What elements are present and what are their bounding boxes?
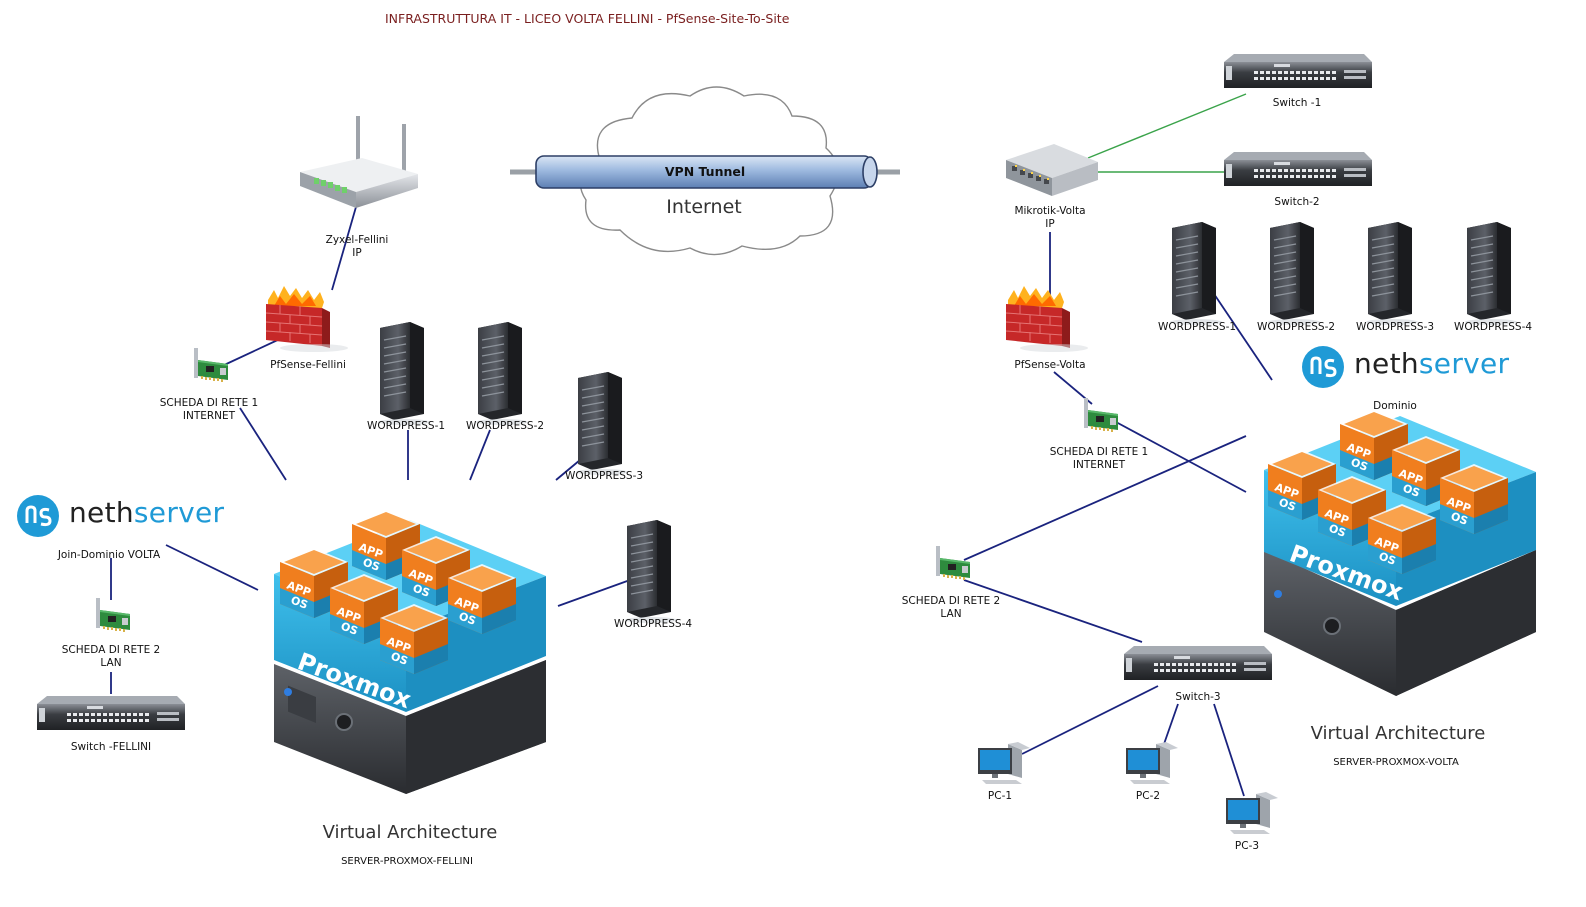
wp4-fellini-server-icon (624, 519, 678, 624)
nic2-volta-icon (936, 546, 970, 580)
pfsense-fellini-label: PfSense-Fellini (270, 359, 346, 371)
link-nic2-proxmox (963, 435, 1247, 561)
join-dominio-label: Join-Dominio VOLTA (57, 549, 161, 561)
link-wp4-proxmox (557, 579, 631, 607)
switch1-label: Switch -1 (1272, 97, 1322, 109)
os-text: OS (1401, 482, 1422, 500)
wp2-volta-server-icon (1267, 221, 1321, 326)
diagram-title: INFRASTRUTTURA IT - LICEO VOLTA FELLINI … (385, 11, 790, 26)
os-text: OS (1327, 522, 1348, 540)
proxmox-volta-icon: Proxmox (1264, 416, 1536, 696)
link-router-firewall (331, 199, 359, 291)
server-fellini-label: SERVER-PROXMOX-FELLINI (341, 856, 473, 867)
pc2-icon (1126, 742, 1178, 784)
switch3-label: Switch-3 (1175, 691, 1221, 703)
nethserver-fellini-logo-icon (15, 493, 61, 539)
pc3-label: PC-3 (1234, 840, 1260, 852)
pfsense-volta-label: PfSense-Volta (1014, 359, 1086, 371)
virtual-arch-fellini-label: Virtual Architecture (322, 822, 498, 843)
pc1-icon (978, 742, 1030, 784)
wp4-fellini-label: WORDPRESS-4 (613, 618, 693, 630)
app-os-cubes: APPOSAPPOSAPPOSAPPOSAPPOSAPPOSAPPOSAPPOS… (280, 410, 1508, 674)
os-text: OS (1377, 550, 1398, 568)
pc1-label: PC-1 (987, 790, 1013, 802)
wp3-fellini-server-icon (575, 371, 629, 476)
pfsense-fellini-firewall-icon (265, 285, 349, 353)
nic1-volta-icon (1084, 398, 1118, 432)
wp4-volta-label: WORDPRESS-4 (1453, 321, 1533, 333)
link-nic1-proxmox (1115, 421, 1247, 493)
wp2-fellini-label: WORDPRESS-2 (465, 420, 545, 432)
link-wp1-proxmox (1209, 287, 1273, 381)
link-neth-proxmox (165, 544, 259, 591)
link-mikrotik-switch1 (1087, 93, 1247, 159)
os-text: OS (1277, 496, 1298, 514)
dominio-label: Dominio (1373, 400, 1417, 412)
volta-links (1087, 93, 1247, 173)
link-switch3-pc1 (1021, 685, 1159, 755)
os-text: OS (389, 650, 410, 668)
os-text: OS (411, 582, 432, 600)
link-switch3-pc2 (1163, 703, 1179, 745)
wp1-fellini-server-icon (377, 321, 431, 426)
link-nic1-proxmox (239, 407, 287, 481)
wp4-volta-server-icon (1464, 221, 1518, 326)
fellini-links (110, 199, 631, 694)
wp3-volta-label: WORDPRESS-3 (1355, 321, 1435, 333)
wp1-volta-label: WORDPRESS-1 (1157, 321, 1237, 333)
pc3-icon (1226, 792, 1278, 834)
switch-fellini-icon (37, 696, 185, 730)
wp1-volta-server-icon (1169, 221, 1223, 326)
os-text: OS (339, 620, 360, 638)
switch3-volta-icon (1124, 646, 1272, 680)
vpn-tunnel-icon (535, 155, 878, 189)
nethserver-fellini-wordmark: nethserver (69, 496, 225, 529)
wp2-volta-label: WORDPRESS-2 (1256, 321, 1336, 333)
os-text: OS (1449, 510, 1470, 528)
switch2-label: Switch-2 (1274, 196, 1320, 208)
wp1-fellini-label: WORDPRESS-1 (366, 420, 446, 432)
os-text: OS (457, 610, 478, 628)
os-text: OS (361, 556, 382, 574)
switch2-volta-icon (1224, 152, 1372, 186)
link-wp3-proxmox (555, 459, 581, 481)
wp3-volta-server-icon (1365, 221, 1419, 326)
pc2-label: PC-2 (1135, 790, 1161, 802)
nethserver-volta-logo-icon (1300, 344, 1346, 390)
internet-label: Internet (666, 196, 742, 218)
link-nic2-switch3 (963, 579, 1143, 643)
wp2-fellini-server-icon (475, 321, 529, 426)
os-text: OS (289, 594, 310, 612)
link-wp2-proxmox (469, 429, 491, 481)
mikrotik-router-icon (1006, 144, 1098, 196)
nethserver-volta-wordmark: nethserver (1354, 347, 1510, 380)
pfsense-volta-firewall-icon (1005, 285, 1089, 353)
nic2-fellini-icon (96, 598, 130, 632)
os-text: OS (1349, 456, 1370, 474)
server-volta-label: SERVER-PROXMOX-VOLTA (1333, 757, 1459, 768)
wp3-fellini-label: WORDPRESS-3 (564, 470, 644, 482)
vpn-tunnel-label: VPN Tunnel (664, 164, 746, 179)
link-firewall-nic1 (221, 337, 283, 367)
switch-fellini-label: Switch -FELLINI (70, 741, 152, 753)
zyxel-router-icon (300, 116, 418, 208)
link-switch3-pc3 (1213, 703, 1245, 797)
virtual-arch-volta-label: Virtual Architecture (1310, 723, 1486, 744)
switch1-volta-icon (1224, 54, 1372, 88)
nic1-fellini-icon (194, 348, 228, 382)
